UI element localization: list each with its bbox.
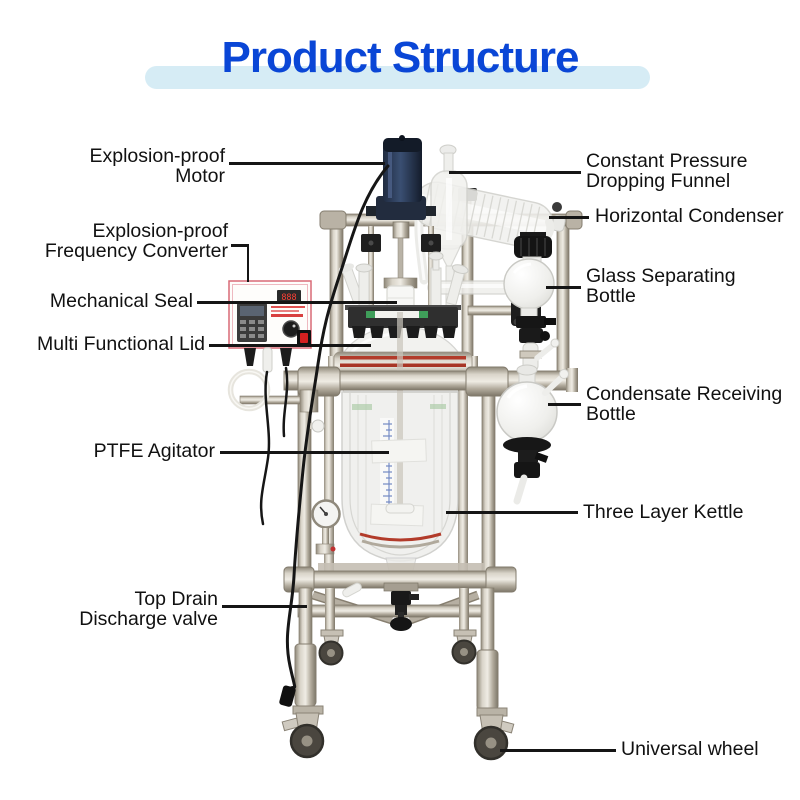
frequency-converter-illustration: 888 bbox=[227, 280, 312, 412]
leader-frequency-converter-v bbox=[246, 244, 250, 282]
leader-mechanical-seal bbox=[197, 301, 397, 304]
label-three-layer-kettle: Three Layer Kettle bbox=[583, 501, 744, 523]
rear-right-post bbox=[458, 390, 468, 588]
converter-display: 888 bbox=[281, 293, 296, 303]
page-title: Product Structure bbox=[221, 33, 579, 82]
caster-wheel-rear-left bbox=[318, 629, 344, 666]
label-horizontal-condenser: Horizontal Condenser bbox=[595, 205, 784, 227]
leader-horizontal-condenser bbox=[549, 216, 589, 219]
leader-explosion-proof-motor bbox=[229, 162, 385, 165]
label-mechanical-seal: Mechanical Seal bbox=[49, 290, 193, 312]
leader-glass-separating-bottle bbox=[546, 286, 581, 289]
mid-frame-bar bbox=[239, 366, 578, 413]
leader-frequency-converter-h bbox=[231, 244, 249, 247]
title-highlight-band bbox=[145, 66, 650, 89]
leader-universal-wheel bbox=[500, 749, 616, 752]
pressure-gauge bbox=[310, 419, 341, 555]
leader-three-layer-kettle bbox=[446, 511, 578, 514]
front-right-post bbox=[481, 389, 496, 591]
caster-wheel-front-right bbox=[473, 707, 515, 761]
label-ptfe-agitator: PTFE Agitator bbox=[93, 440, 215, 462]
glass-separating-bottle-illustration bbox=[427, 232, 560, 372]
leader-condensate-receiving-bottle bbox=[548, 403, 581, 406]
power-cables bbox=[259, 164, 390, 707]
caster-wheel-rear-right bbox=[451, 629, 477, 665]
condenser-end-fitting bbox=[552, 202, 562, 212]
leader-ptfe-agitator bbox=[220, 451, 389, 454]
leader-multi-functional-lid bbox=[209, 344, 371, 347]
motor-illustration bbox=[361, 135, 441, 310]
caster-wheel-front-left bbox=[281, 705, 325, 759]
condensate-receiving-bottle-illustration bbox=[496, 364, 569, 505]
label-multi-functional-lid: Multi Functional Lid bbox=[37, 333, 205, 355]
leader-dropping-funnel bbox=[449, 171, 581, 174]
leader-top-drain bbox=[222, 605, 307, 608]
bottom-drain-valve-illustration bbox=[383, 582, 419, 631]
label-universal-wheel: Universal wheel bbox=[621, 738, 759, 760]
glass-outlet bbox=[342, 582, 362, 598]
ptfe-agitator-paddle bbox=[385, 503, 415, 514]
rear-left-post bbox=[324, 390, 334, 588]
base-frame bbox=[283, 563, 517, 716]
